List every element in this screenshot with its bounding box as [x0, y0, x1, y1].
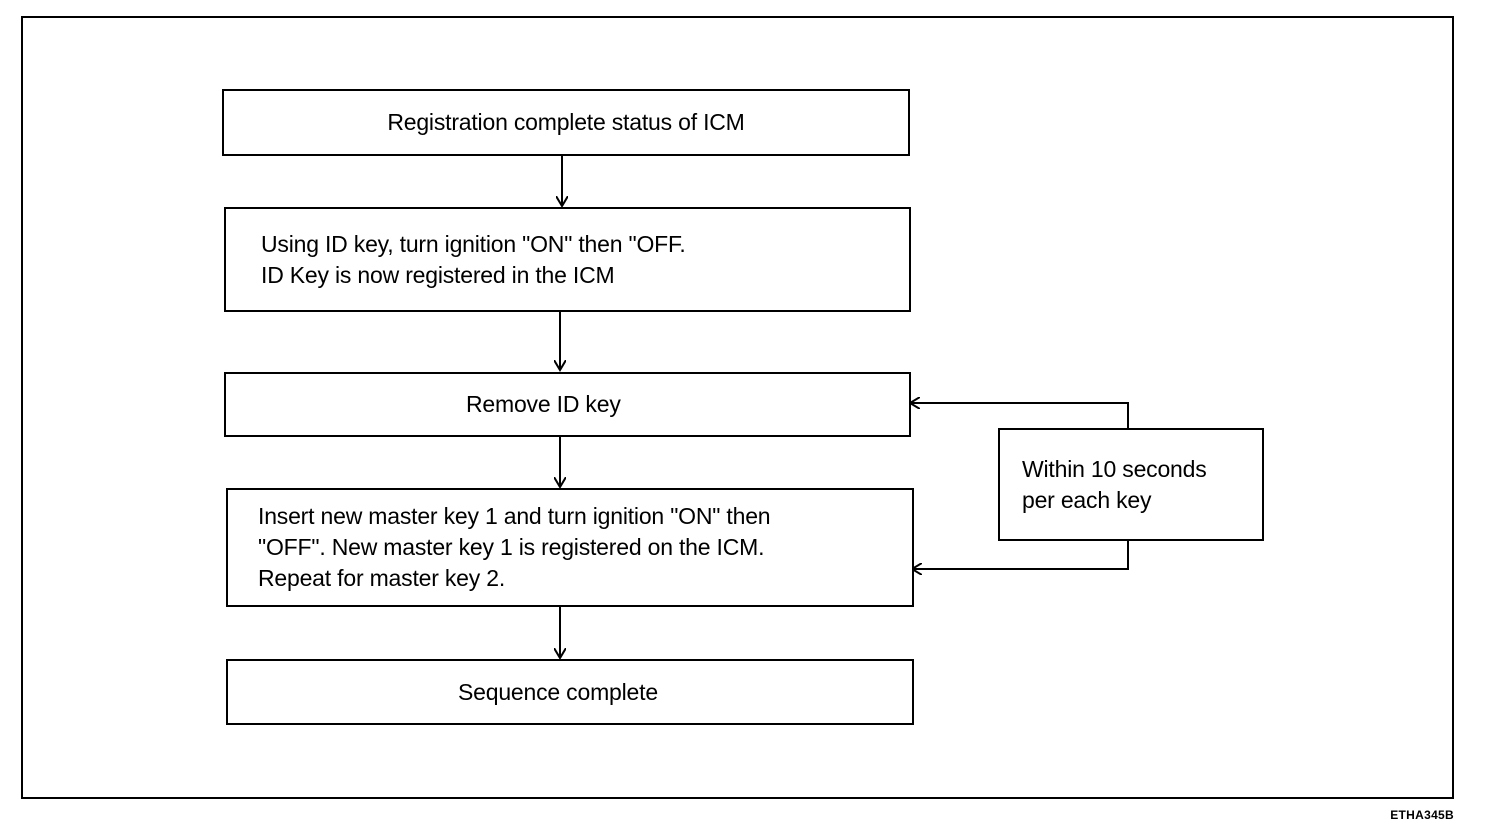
- step5-text: Sequence complete: [458, 678, 658, 705]
- step4-text-line1: Insert new master key 1 and turn ignitio…: [258, 503, 771, 529]
- step2-text-line2: ID Key is now registered in the ICM: [261, 261, 615, 288]
- step2-box: Using ID key, turn ignition "ON" then "O…: [224, 207, 911, 312]
- timing-note-line1: Within 10 seconds: [1022, 455, 1207, 482]
- step4-text-line2: "OFF". New master key 1 is registered on…: [258, 534, 765, 560]
- step1-text: Registration complete status of ICM: [387, 109, 745, 135]
- step3-text: Remove ID key: [466, 391, 621, 417]
- step4-text-line3: Repeat for master key 2.: [258, 565, 506, 591]
- step1-box: Registration complete status of ICM: [222, 89, 910, 156]
- step2-text-line1: Using ID key, turn ignition "ON" then "O…: [261, 230, 686, 257]
- timing-note-line2: per each key: [1022, 486, 1152, 513]
- timing-note-box: Within 10 seconds per each key: [998, 428, 1264, 541]
- step3-box: Remove ID key: [224, 372, 911, 437]
- diagram-frame: [21, 16, 1454, 799]
- figure-code: ETHA345B: [1390, 808, 1454, 822]
- step5-box: Sequence complete: [226, 659, 914, 725]
- step4-box: Insert new master key 1 and turn ignitio…: [226, 488, 914, 607]
